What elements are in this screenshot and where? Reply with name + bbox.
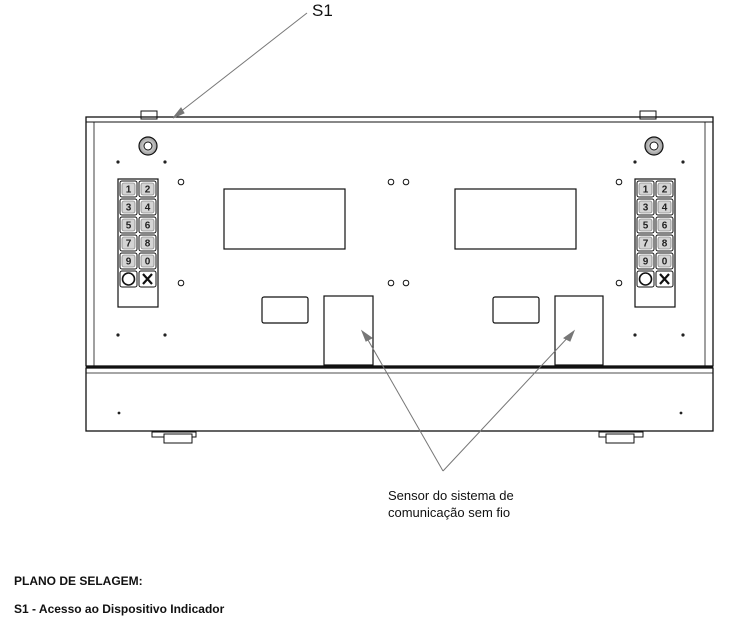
keypad-right-key-2: 2 [655, 180, 674, 198]
seal-plan-title: PLANO DE SELAGEM: [14, 574, 143, 588]
callout-sensor-line-1: Sensor do sistema de [388, 488, 514, 503]
keypad-right-key-6: 6 [655, 216, 674, 234]
lower-housing [85, 367, 714, 432]
keypad-right-key-label: 0 [662, 257, 668, 268]
keypad-right: 1 2 3 4 5 6 7 8 9 0 [634, 178, 676, 308]
keypad-right-key-label: 5 [643, 221, 649, 232]
callout-sensor-label: Sensor do sistema de comunicação sem fio [388, 487, 514, 521]
keypad-right-key-label: 6 [662, 221, 668, 232]
screws [116, 160, 685, 415]
keypad-right-key-3: 3 [636, 198, 655, 216]
keypad-left-key-label: 9 [126, 257, 132, 268]
keypad-left-key-3: 3 [119, 198, 138, 216]
bottom-feet [151, 431, 644, 444]
callout-s1-label: S1 [312, 1, 333, 20]
keypad-right-key-label: 7 [643, 239, 649, 250]
keypad-left-key-8: 8 [138, 234, 157, 252]
keypad-left: 1 2 3 4 5 6 7 8 9 0 [117, 178, 159, 308]
wireless-sensor-right [554, 295, 604, 366]
keypad-left-key-4: 4 [138, 198, 157, 216]
keypad-right-key-label: 4 [662, 203, 668, 214]
keypad-right-circle-key [636, 270, 655, 288]
leader-s1 [172, 12, 308, 119]
keypad-right-key-1: 1 [636, 180, 655, 198]
seal-plan-item: S1 - Acesso ao Dispositivo Indicador [14, 602, 225, 616]
keypad-frame-left [117, 178, 159, 308]
keypad-left-x-key [138, 270, 157, 288]
keypad-frame-right [634, 178, 676, 308]
keypad-left-key-label: 2 [145, 185, 151, 196]
keypad-right-key-label: 2 [662, 185, 668, 196]
keypad-left-key-label: 1 [126, 185, 132, 196]
keypad-right-key-label: 9 [643, 257, 649, 268]
small-window-right [492, 296, 540, 324]
keypad-right-key-9: 9 [636, 252, 655, 270]
keypad-left-key-label: 3 [126, 203, 132, 214]
keypad-left-key-2: 2 [138, 180, 157, 198]
display-left [223, 188, 346, 250]
display-right [454, 188, 577, 250]
small-window-left [261, 296, 309, 324]
callout-sensor-line-2: comunicação sem fio [388, 505, 511, 520]
keypad-right-key-8: 8 [655, 234, 674, 252]
keypad-right-key-4: 4 [655, 198, 674, 216]
keypad-left-key-9: 9 [119, 252, 138, 270]
keypad-left-key-7: 7 [119, 234, 138, 252]
keypad-right-key-5: 5 [636, 216, 655, 234]
upper-housing [85, 116, 714, 367]
keypad-right-key-0: 0 [655, 252, 674, 270]
keypad-left-key-label: 8 [145, 239, 151, 250]
keypad-left-circle-key [119, 270, 138, 288]
keypad-left-key-0: 0 [138, 252, 157, 270]
keypad-right-key-label: 1 [643, 185, 649, 196]
keypad-right-key-label: 3 [643, 203, 649, 214]
keypad-right-x-key [655, 270, 674, 288]
keypad-left-key-1: 1 [119, 180, 138, 198]
keypad-right-key-label: 8 [662, 239, 668, 250]
keypad-left-key-6: 6 [138, 216, 157, 234]
keypad-left-key-label: 0 [145, 257, 151, 268]
keypad-left-key-label: 6 [145, 221, 151, 232]
keypad-left-key-5: 5 [119, 216, 138, 234]
top-tab-left [140, 110, 158, 120]
keypad-left-key-label: 7 [126, 239, 132, 250]
keypad-left-key-label: 5 [126, 221, 132, 232]
keypad-right-key-7: 7 [636, 234, 655, 252]
leader-sensor [360, 329, 576, 472]
wireless-sensor-left [323, 295, 374, 366]
lock-knob-left [138, 136, 158, 156]
keypad-left-key-label: 4 [145, 203, 151, 214]
lock-knob-right [644, 136, 664, 156]
mounting-holes [177, 178, 623, 287]
top-tab-right [639, 110, 657, 120]
